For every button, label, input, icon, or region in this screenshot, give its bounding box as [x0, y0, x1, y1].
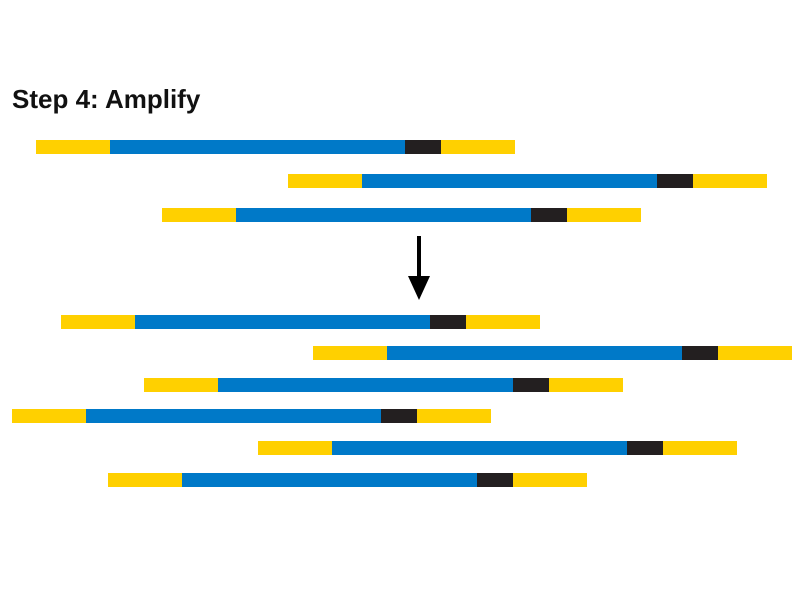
adapter-left-segment: [61, 315, 135, 329]
insert-segment: [182, 473, 477, 487]
adapter-right-segment: [549, 378, 623, 392]
arrow-head: [408, 276, 430, 300]
dna-fragment: [288, 174, 767, 188]
dna-fragment: [108, 473, 587, 487]
adapter-right-segment: [693, 174, 767, 188]
index-segment: [477, 473, 513, 487]
insert-segment: [332, 441, 627, 455]
adapter-right-segment: [441, 140, 515, 154]
dna-fragment: [144, 378, 623, 392]
insert-segment: [110, 140, 405, 154]
fragment-group-before: [36, 140, 767, 222]
dna-fragment: [258, 441, 737, 455]
adapter-right-segment: [466, 315, 540, 329]
adapter-left-segment: [258, 441, 332, 455]
index-segment: [513, 378, 549, 392]
insert-segment: [362, 174, 657, 188]
fragment-group-after: [12, 315, 792, 487]
dna-fragment: [162, 208, 641, 222]
down-arrow-icon: [408, 236, 430, 300]
index-segment: [682, 346, 718, 360]
adapter-left-segment: [36, 140, 110, 154]
dna-fragment: [36, 140, 515, 154]
dna-fragment: [61, 315, 540, 329]
adapter-right-segment: [567, 208, 641, 222]
insert-segment: [218, 378, 513, 392]
adapter-right-segment: [663, 441, 737, 455]
index-segment: [405, 140, 441, 154]
insert-segment: [135, 315, 430, 329]
adapter-right-segment: [417, 409, 491, 423]
insert-segment: [236, 208, 531, 222]
dna-fragment: [313, 346, 792, 360]
adapter-right-segment: [513, 473, 587, 487]
index-segment: [430, 315, 466, 329]
step-title: Step 4: Amplify: [12, 84, 201, 114]
index-segment: [657, 174, 693, 188]
index-segment: [627, 441, 663, 455]
adapter-left-segment: [108, 473, 182, 487]
index-segment: [381, 409, 417, 423]
adapter-left-segment: [288, 174, 362, 188]
adapter-left-segment: [313, 346, 387, 360]
dna-fragment: [12, 409, 491, 423]
adapter-left-segment: [144, 378, 218, 392]
adapter-right-segment: [718, 346, 792, 360]
insert-segment: [387, 346, 682, 360]
adapter-left-segment: [12, 409, 86, 423]
insert-segment: [86, 409, 381, 423]
adapter-left-segment: [162, 208, 236, 222]
index-segment: [531, 208, 567, 222]
